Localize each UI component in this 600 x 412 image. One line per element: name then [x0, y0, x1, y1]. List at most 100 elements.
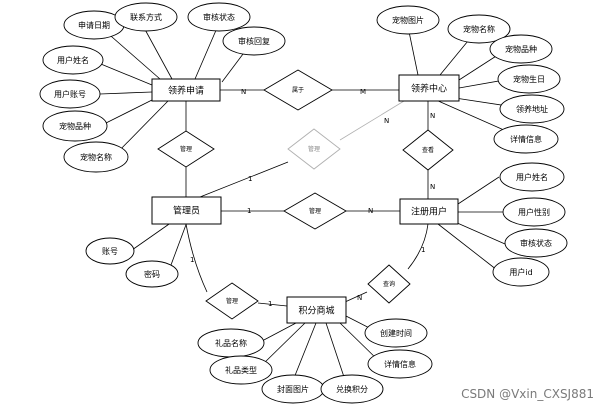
- link-user-name: [457, 176, 500, 205]
- attr-center-detail-label: 详情信息: [510, 134, 542, 144]
- relation-admin-user[interactable]: 管理: [283, 192, 347, 230]
- card-admin-mall-mall: 1: [268, 300, 272, 308]
- link-mall-gift-type: [259, 322, 306, 368]
- relation-center-user-label: 查看: [422, 146, 434, 154]
- link-adoption-user-account: [99, 91, 153, 95]
- attr-adoption-pet-name-label: 宠物名称: [80, 152, 112, 162]
- entity-admin[interactable]: 管理员: [151, 196, 222, 225]
- attr-adoption-user-account[interactable]: 用户账号: [39, 79, 101, 109]
- attr-admin-account[interactable]: 账号: [85, 237, 135, 265]
- attr-center-pet-birthday-label: 宠物生日: [513, 74, 545, 84]
- attr-adoption-review-status[interactable]: 审核状态: [187, 2, 251, 32]
- card-adopt-left: N: [241, 88, 246, 96]
- attr-center-pet-breed-label: 宠物品种: [505, 44, 537, 54]
- link-query-to-mall: [344, 291, 368, 303]
- attr-adoption-user-name[interactable]: 用户姓名: [42, 45, 104, 75]
- relation-admin-mall-label: 管理: [226, 297, 238, 305]
- cardinality-labels: N M 1 N 1 N N N 1 1 1 N: [190, 88, 435, 308]
- attr-center-address-label: 领养地址: [516, 104, 548, 114]
- attr-adoption-review-reply-label: 审核回复: [238, 36, 270, 46]
- attr-user-id-label: 用户id: [509, 267, 532, 277]
- link-adoption-user-name: [95, 61, 153, 86]
- entity-mall[interactable]: 积分商城: [286, 296, 347, 324]
- attr-adoption-contact[interactable]: 联系方式: [114, 2, 178, 32]
- entity-center[interactable]: 领养中心: [398, 74, 460, 102]
- link-user-id: [437, 223, 498, 271]
- card-adopt-right: M: [360, 88, 366, 96]
- attr-admin-password-label: 密码: [144, 269, 160, 279]
- relation-center-user[interactable]: 查看: [402, 129, 454, 171]
- relation-user-mall[interactable]: 查询: [367, 264, 411, 304]
- attr-mall-detail[interactable]: 详情信息: [367, 349, 433, 379]
- attr-user-review-status[interactable]: 审核状态: [504, 228, 568, 258]
- relation-admin-adoption-label: 管理: [180, 145, 192, 153]
- attr-user-gender-label: 用户性别: [518, 207, 550, 217]
- attr-adoption-pet-breed[interactable]: 宠物品种: [42, 110, 108, 142]
- attr-adoption-review-reply[interactable]: 审核回复: [222, 26, 286, 56]
- link-admin-account: [131, 221, 173, 251]
- attr-mall-exchange-points-label: 兑换积分: [336, 384, 368, 394]
- entity-adoption[interactable]: 领养申请: [151, 78, 221, 102]
- card-admin-mall-admin: 1: [190, 256, 194, 264]
- entity-adoption-label: 领养申请: [168, 85, 204, 97]
- attr-adoption-contact-label: 联系方式: [130, 12, 162, 22]
- attr-admin-account-label: 账号: [102, 247, 118, 256]
- relation-adopt-center[interactable]: 属于: [263, 69, 333, 111]
- attr-mall-cover-image-label: 封面图片: [277, 384, 309, 394]
- card-admin-user-user: N: [368, 207, 373, 215]
- link-user-to-query: [407, 223, 429, 270]
- attr-mall-gift-type-label: 礼品类型: [225, 365, 257, 375]
- attr-adoption-user-name-label: 用户姓名: [57, 55, 89, 65]
- attr-mall-gift-type[interactable]: 礼品类型: [209, 355, 273, 385]
- link-manage-mall-to-mall: [257, 302, 288, 307]
- attr-mall-exchange-points[interactable]: 兑换积分: [320, 374, 384, 404]
- entity-user[interactable]: 注册用户: [399, 198, 459, 225]
- attr-center-detail[interactable]: 详情信息: [493, 124, 559, 154]
- watermark-text: CSDN @Vxin_CXSJ881: [461, 387, 594, 401]
- link-adoption-contact: [141, 23, 173, 80]
- entity-mall-label: 积分商城: [298, 305, 334, 317]
- attr-adoption-pet-name[interactable]: 宠物名称: [63, 141, 129, 173]
- attr-user-gender[interactable]: 用户性别: [502, 197, 566, 227]
- link-manage-center-to-center: [339, 100, 405, 141]
- card-admin-center-center: N: [384, 117, 389, 125]
- link-admin-to-manage-mall: [185, 223, 208, 293]
- entity-center-label: 领养中心: [411, 83, 447, 95]
- card-center-user-user: N: [430, 183, 435, 191]
- attr-adoption-apply-date-label: 申请日期: [78, 20, 110, 30]
- link-adoption-apply-date: [103, 29, 161, 80]
- relation-admin-user-label: 管理: [309, 207, 321, 215]
- link-mall-cover-image: [291, 322, 317, 384]
- relation-admin-adoption[interactable]: 管理: [157, 130, 215, 168]
- link-user-review-status: [454, 221, 506, 245]
- attr-mall-create-time[interactable]: 创建时间: [364, 318, 428, 348]
- attr-mall-create-time-label: 创建时间: [380, 328, 412, 338]
- attr-user-id[interactable]: 用户id: [492, 257, 550, 287]
- attr-center-pet-image[interactable]: 宠物图片: [376, 5, 440, 35]
- attr-mall-gift-name-label: 礼品名称: [215, 338, 247, 348]
- entity-user-label: 注册用户: [411, 206, 447, 218]
- link-mall-gift-name: [261, 322, 297, 342]
- entity-admin-label: 管理员: [173, 205, 200, 217]
- link-adoption-pet-breed: [103, 98, 155, 125]
- attr-center-pet-birthday[interactable]: 宠物生日: [497, 64, 561, 94]
- attr-user-name[interactable]: 用户姓名: [499, 162, 565, 192]
- card-admin-center-admin: 1: [248, 175, 252, 183]
- relation-admin-center[interactable]: 管理: [287, 128, 341, 170]
- attr-center-pet-name[interactable]: 宠物名称: [447, 14, 511, 44]
- attr-adoption-review-status-label: 审核状态: [203, 12, 235, 22]
- attr-center-pet-breed[interactable]: 宠物品种: [489, 34, 553, 64]
- attr-center-pet-name-label: 宠物名称: [463, 24, 495, 34]
- link-admin-to-manage-center: [199, 161, 289, 198]
- attr-mall-gift-name[interactable]: 礼品名称: [197, 328, 265, 358]
- attr-mall-cover-image[interactable]: 封面图片: [261, 374, 325, 404]
- attr-adoption-user-account-label: 用户账号: [54, 89, 86, 99]
- attr-admin-password[interactable]: 密码: [125, 260, 179, 288]
- link-admin-password: [167, 221, 188, 274]
- relation-user-mall-label: 查询: [383, 280, 395, 288]
- link-adoption-pet-name: [113, 100, 169, 157]
- attr-user-name-label: 用户姓名: [516, 172, 548, 182]
- attr-center-address[interactable]: 领养地址: [499, 94, 565, 124]
- relation-admin-mall[interactable]: 管理: [205, 282, 259, 320]
